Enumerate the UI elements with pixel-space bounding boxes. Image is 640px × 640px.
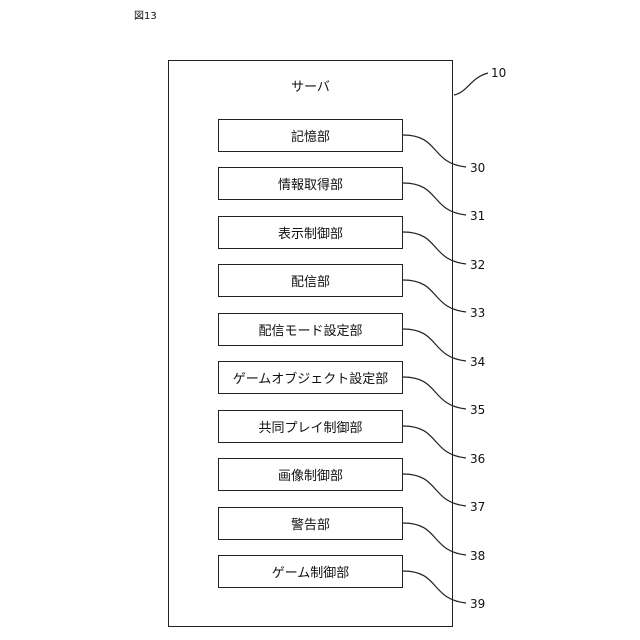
ref-unit-36: 36 <box>470 452 485 466</box>
leader-line-31 <box>403 183 466 215</box>
ref-server: 10 <box>491 66 506 80</box>
ref-unit-32: 32 <box>470 258 485 272</box>
leader-line-38 <box>403 523 466 555</box>
ref-unit-38: 38 <box>470 549 485 563</box>
leader-line-33 <box>403 280 466 312</box>
leader-line-35 <box>403 377 466 409</box>
leader-line-32 <box>403 232 466 264</box>
leader-line-30 <box>403 135 466 167</box>
leader-line-37 <box>403 474 466 506</box>
ref-unit-35: 35 <box>470 403 485 417</box>
ref-unit-31: 31 <box>470 209 485 223</box>
server-leader-line <box>454 73 488 95</box>
leader-line-39 <box>403 571 466 603</box>
ref-unit-30: 30 <box>470 161 485 175</box>
ref-unit-39: 39 <box>470 597 485 611</box>
ref-unit-33: 33 <box>470 306 485 320</box>
ref-unit-37: 37 <box>470 500 485 514</box>
leader-line-34 <box>403 329 466 361</box>
ref-unit-34: 34 <box>470 355 485 369</box>
leader-line-36 <box>403 426 466 458</box>
